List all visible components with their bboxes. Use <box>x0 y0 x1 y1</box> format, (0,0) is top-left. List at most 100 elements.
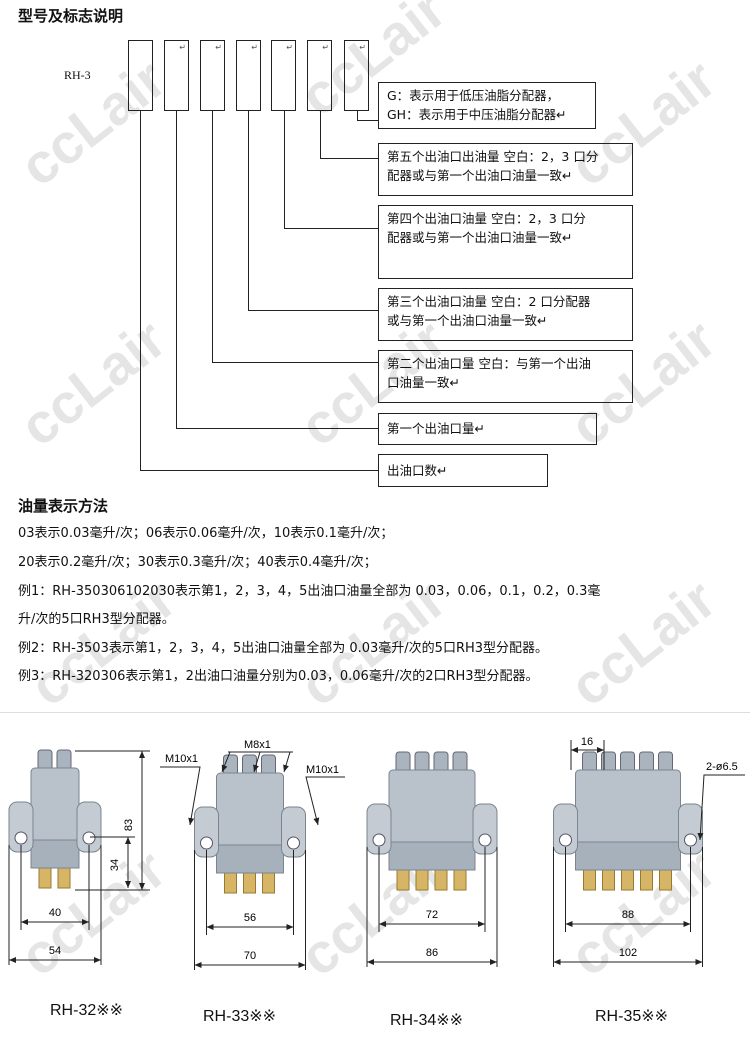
connector <box>212 110 213 362</box>
distributor-base <box>216 844 284 874</box>
slot-box-4: ↵ <box>236 40 261 111</box>
desc-box-count: 出油口数↵ <box>378 454 548 487</box>
slot-mark: ↵ <box>359 43 366 52</box>
desc-line: 出油口数↵ <box>387 463 448 478</box>
text-line: 例3：RH-320306表示第1，2出油口油量分别为0.03，0.06毫升/次的… <box>18 669 539 684</box>
outlet-cap <box>223 754 238 776</box>
slot-mark: ↵ <box>179 43 186 52</box>
connector <box>284 228 378 229</box>
outlet-cap <box>452 751 468 773</box>
text-line: 例1：RH-350306102030表示第1，2，3，4，5出油口油量全部为 0… <box>18 584 601 599</box>
distributor-base <box>575 841 681 871</box>
desc-line: 口油量一致↵ <box>387 375 460 390</box>
outlet-cap <box>261 754 276 776</box>
outlet-cap <box>620 751 635 773</box>
desc-line: 第四个出油口油量 空白：2，3 口分 <box>387 211 586 226</box>
desc-box-third: 第三个出油口油量 空白：2 口分配器 或与第一个出油口油量一致↵ <box>378 288 633 341</box>
desc-box-first: 第一个出油口量↵ <box>378 413 597 445</box>
outlet-cap <box>56 749 72 771</box>
outlet-cap <box>37 749 53 771</box>
model-label: RH-33※※ <box>203 1008 277 1025</box>
outlet-cap <box>658 751 673 773</box>
section-title-model: 型号及标志说明 <box>18 7 124 25</box>
brass-fitting <box>640 869 653 891</box>
dimension-label: 70 <box>244 950 256 962</box>
desc-line: 第五个出油口出油量 空白：2，3 口分 <box>387 149 599 164</box>
slot-box-7: ↵ <box>344 40 369 111</box>
connector <box>357 120 378 121</box>
distributor-base <box>30 839 80 869</box>
connector <box>248 310 378 311</box>
brass-fitting <box>38 867 52 889</box>
mounting-hole <box>372 833 386 847</box>
connector <box>140 470 378 471</box>
slot-box-5: ↵ <box>271 40 296 111</box>
brass-fitting <box>415 869 429 891</box>
desc-box-g: G：表示用于低压油脂分配器， GH：表示用于中压油脂分配器↵ <box>378 82 596 129</box>
brass-fitting <box>243 872 256 894</box>
desc-box-second: 第二个出油口量 空白：与第一个出油 口油量一致↵ <box>378 350 633 403</box>
thread-label: M10x1 <box>165 753 198 765</box>
outlet-cap <box>639 751 654 773</box>
connector <box>140 110 141 470</box>
dimension-label: 88 <box>622 909 634 921</box>
connector <box>212 362 378 363</box>
leader-line <box>160 766 201 826</box>
dimension-label: 16 <box>581 736 593 748</box>
section-title-oil: 油量表示方法 <box>18 497 109 515</box>
brass-fitting <box>396 869 410 891</box>
desc-line: G：表示用于低压油脂分配器， <box>387 88 560 103</box>
leader-line <box>253 751 261 773</box>
brass-fitting <box>434 869 448 891</box>
leader-line <box>221 751 231 773</box>
desc-line: 第三个出油口油量 空白：2 口分配器 <box>387 294 591 309</box>
brass-fitting <box>621 869 634 891</box>
watermark: ccLair <box>8 306 177 459</box>
slot-box-3: ↵ <box>200 40 225 111</box>
slot-box-6: ↵ <box>307 40 332 111</box>
desc-line: 配器或与第一个出油口油量一致↵ <box>387 168 573 183</box>
hole-label: 2-ø6.5 <box>706 761 738 773</box>
text-line: 20表示0.2毫升/次；30表示0.3毫升/次；40表示0.4毫升/次； <box>18 555 377 570</box>
text-line: 升/次的5口RH3型分配器。 <box>18 612 175 627</box>
brass-fitting <box>453 869 467 891</box>
model-label: RH-34※※ <box>390 1012 464 1029</box>
slot-mark: ↵ <box>322 43 329 52</box>
dimension-label: 54 <box>49 945 61 957</box>
mounting-hole <box>82 831 96 845</box>
brass-fitting <box>659 869 672 891</box>
slot-mark: ↵ <box>286 43 293 52</box>
mounting-hole <box>287 836 300 850</box>
text-line: 03表示0.03毫升/次；06表示0.06毫升/次，10表示0.1毫升/次； <box>18 526 394 541</box>
connector <box>320 110 321 158</box>
outlet-cap <box>433 751 449 773</box>
outlet-cap <box>414 751 430 773</box>
dimension-label: 86 <box>426 947 438 959</box>
text-line: 例2：RH-3503表示第1，2，3，4，5出油口油量全部为 0.03毫升/次的… <box>18 641 549 656</box>
brass-fitting <box>57 867 71 889</box>
mounting-hole <box>684 833 697 847</box>
leader-line <box>283 751 291 773</box>
dimension-label: 83 <box>123 819 135 831</box>
dimension-label: 72 <box>426 909 438 921</box>
desc-box-fourth: 第四个出油口油量 空白：2，3 口分 配器或与第一个出油口油量一致↵ <box>378 205 633 279</box>
divider <box>0 712 750 713</box>
outlet-cap <box>395 751 411 773</box>
desc-line: 配器或与第一个出油口油量一致↵ <box>387 230 573 245</box>
mounting-hole <box>200 836 213 850</box>
desc-line: 第一个出油口量↵ <box>387 421 485 436</box>
mounting-hole <box>478 833 492 847</box>
thread-label: M10x1 <box>306 764 339 776</box>
connector <box>284 110 285 228</box>
dimension-label: 40 <box>49 907 61 919</box>
model-label: RH-35※※ <box>595 1008 669 1025</box>
outlet-cap <box>582 751 597 773</box>
connector <box>357 110 358 120</box>
desc-line: GH：表示用于中压油脂分配器↵ <box>387 107 567 122</box>
connector <box>176 110 177 428</box>
thread-label: M8x1 <box>244 739 271 751</box>
product-drawings: 405456707286881028334M10x1M8x1M10x1162-ø… <box>8 736 745 970</box>
brass-fitting <box>224 872 237 894</box>
brass-fitting <box>602 869 615 891</box>
